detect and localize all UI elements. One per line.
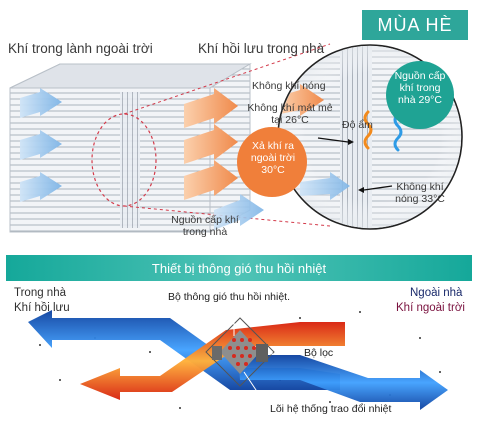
return-indoor-air-label: Khí hồi lưu trong nhà: [198, 41, 325, 56]
return-air-label: Khí hồi lưu: [14, 302, 70, 314]
humidity-label: Độ ẩm: [342, 119, 373, 131]
indoor-source-bubble-label: Nguồn cấp khí trong nhà 29°C: [394, 70, 446, 107]
section-title: Thiết bị thông gió thu hồi nhiệt: [6, 255, 472, 281]
magnified-circle: [237, 44, 463, 230]
supply-arrow: [214, 194, 264, 230]
warm-arrows-box: [184, 88, 238, 200]
fresh-air-arrows: [20, 88, 62, 202]
season-badge: MÙA HÈ: [362, 10, 468, 40]
device-label: Bộ thông gió thu hồi nhiệt.: [168, 291, 291, 303]
filter-label: Bộ lọc: [304, 347, 334, 359]
cool-air-label: Không khí mát mẻ tại 26°C: [247, 102, 333, 126]
hot-air-label: Không khí nóng: [252, 80, 326, 92]
leader-lines: [233, 304, 300, 403]
hot-air-33-label: Không khí nóng 33°C: [395, 181, 445, 205]
exhaust-bubble-label: Xả khí ra ngoài trời 30°C: [250, 140, 296, 177]
blue-duct-right: [238, 355, 448, 410]
outdoor-air-label: Khí ngoài trời: [396, 302, 465, 314]
core-label: Lõi hệ thống trao đổi nhiệt: [270, 403, 392, 415]
heat-exchanger-core: [205, 317, 275, 387]
fresh-outdoor-air-label: Khí trong lành ngoài trời: [8, 41, 153, 56]
indoor-supply-label: Nguồn cấp khí trong nhà: [171, 214, 239, 238]
indoor-label: Trong nhà: [14, 287, 66, 299]
red-duct: [80, 322, 345, 400]
outdoor-label: Ngoài nhà: [410, 287, 463, 299]
